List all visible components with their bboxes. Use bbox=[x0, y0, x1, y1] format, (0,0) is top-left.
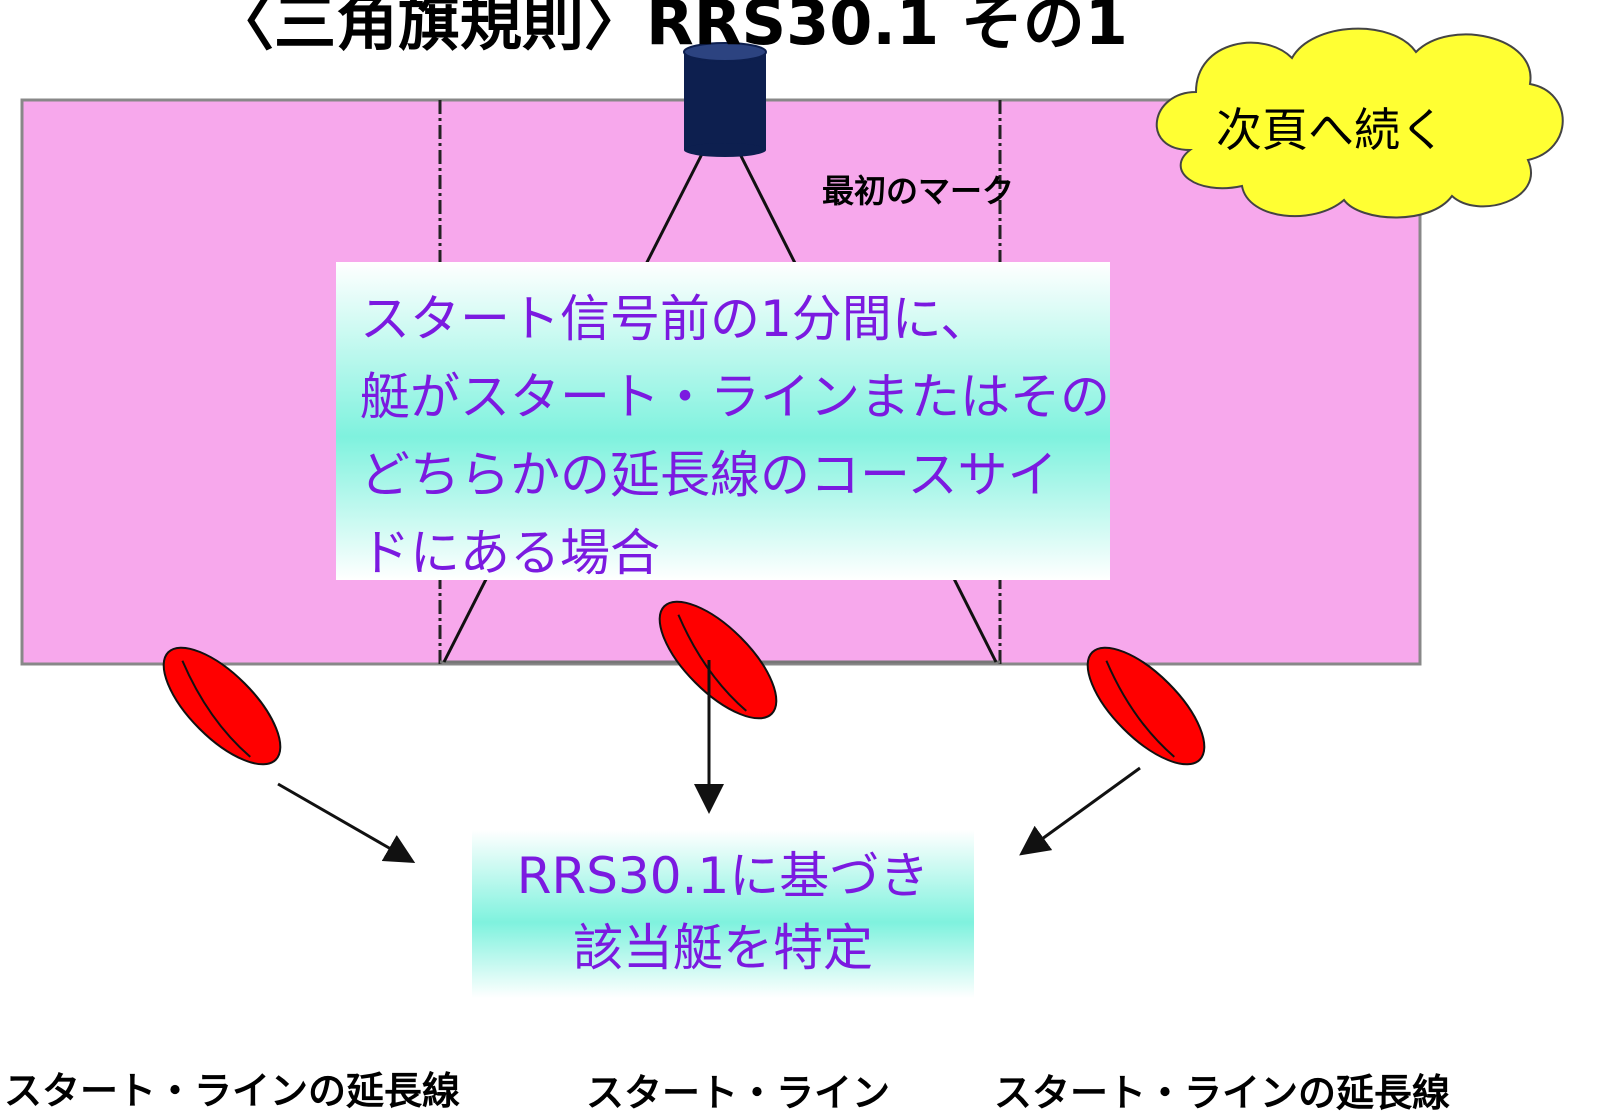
rule-box: RRS30.1に基づき 該当艇を特定 bbox=[472, 830, 974, 998]
label-start-line-extension-right: スタート・ラインの延長線 bbox=[994, 1071, 1451, 1115]
next-page-cloud bbox=[1155, 27, 1564, 219]
condition-note-box: スタート信号前の1分間に、 艇がスタート・ラインまたはその どちらかの延長線のコ… bbox=[336, 262, 1110, 582]
label-start-line-extension-left: スタート・ラインの延長線 bbox=[4, 1069, 461, 1113]
rule-line: RRS30.1に基づき bbox=[516, 847, 930, 905]
arrow-right-boat-icon bbox=[1019, 766, 1141, 856]
arrow-left-boat-icon bbox=[277, 782, 416, 863]
rule-line: 該当艇を特定 bbox=[573, 919, 873, 977]
condition-line: スタート信号前の1分間に、 bbox=[360, 290, 991, 348]
boat-left-icon bbox=[162, 646, 282, 766]
first-mark-icon bbox=[683, 42, 767, 157]
condition-line: 艇がスタート・ラインまたはその bbox=[360, 368, 1110, 426]
first-mark-label: 最初のマーク bbox=[822, 172, 1015, 210]
label-start-line: スタート・ライン bbox=[586, 1071, 891, 1115]
boat-right-icon bbox=[1086, 646, 1206, 766]
next-page-text: 次頁へ続く bbox=[1216, 103, 1446, 157]
condition-line: どちらかの延長線のコースサイ bbox=[360, 446, 1058, 504]
condition-line: ドにある場合 bbox=[360, 524, 660, 582]
page-title: 〈三角旗規則〉RRS30.1 その1 bbox=[212, 0, 1128, 59]
